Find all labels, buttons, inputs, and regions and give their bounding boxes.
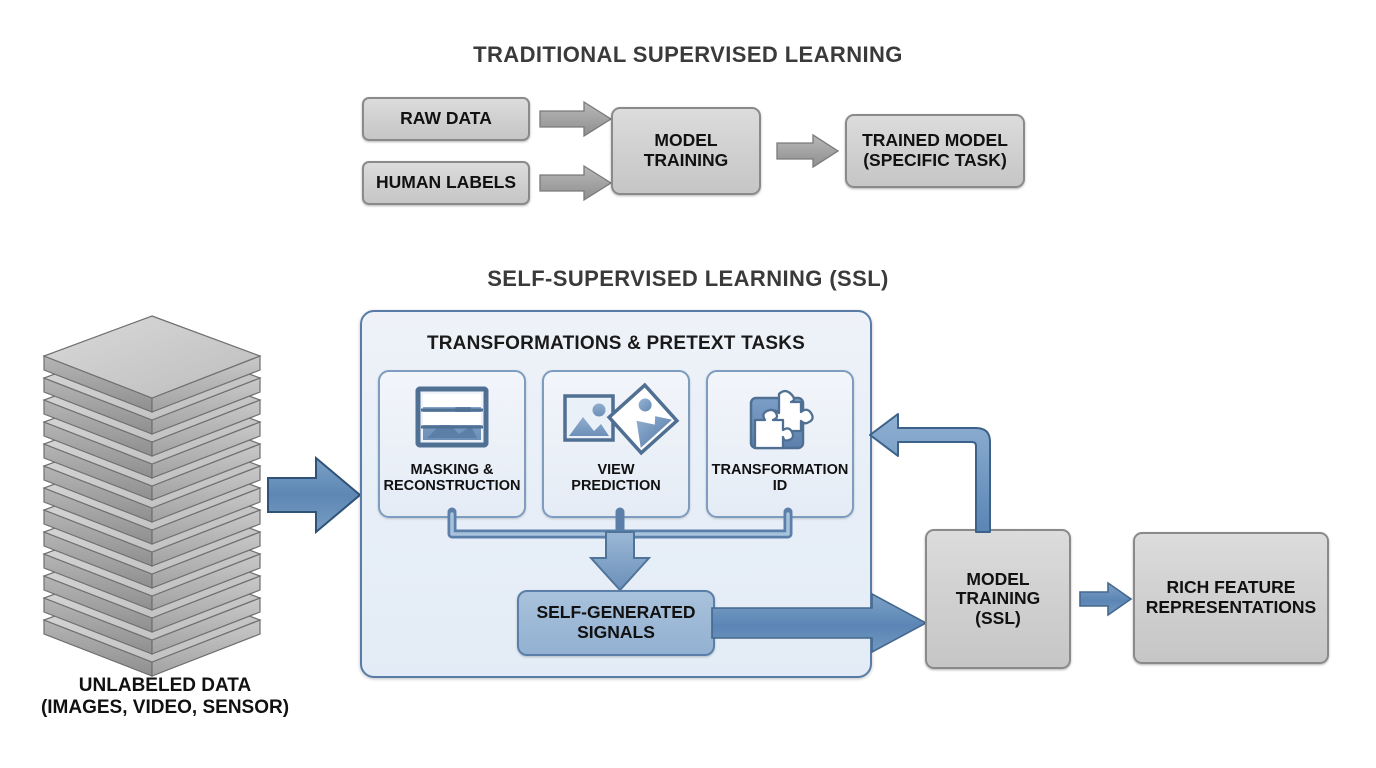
node-model-training-label: MODEL TRAINING: [643, 130, 729, 170]
masked-image-icon-wrap: [380, 386, 524, 448]
card-view-label-line1: VIEW: [597, 462, 635, 478]
arrow-human-labels-to-model-training: [539, 164, 613, 202]
arrow-model-training-ssl-to-rich-features: [1079, 581, 1133, 617]
node-raw-data[interactable]: RAW DATA: [362, 97, 530, 141]
arrow-model-training-to-trained-model: [776, 133, 840, 169]
card-transformation-label-line1: TRANSFORMATION: [711, 462, 849, 478]
rotated-image-pair-icon: [563, 382, 680, 456]
node-human-labels-label: HUMAN LABELS: [376, 172, 516, 193]
node-model-training-ssl-label: MODEL TRAINING (SSL): [955, 568, 1041, 628]
node-trained-model-label: TRAINED MODEL (SPECIFIC TASK): [862, 130, 1008, 170]
supervised-section-title: TRADITIONAL SUPERVISED LEARNING: [473, 42, 903, 67]
arrow-feedback-loop-to-panel: [869, 413, 991, 533]
node-trained-model[interactable]: TRAINED MODEL (SPECIFIC TASK): [845, 114, 1025, 188]
node-raw-data-label: RAW DATA: [400, 108, 492, 129]
node-rich-feature-representations-label: RICH FEATURE REPRESENTATIONS: [1145, 577, 1317, 617]
unlabeled-data-caption-line1: UNLABELED DATA: [78, 675, 252, 696]
signals-line2: SIGNALS: [577, 622, 655, 642]
transformations-panel-title: TRANSFORMATIONS & PRETEXT TASKS: [426, 333, 806, 354]
masked-image-icon: [415, 386, 489, 448]
node-self-generated-signals-label: SELF-GENERATED SIGNALS: [536, 602, 696, 643]
arrow-raw-data-to-model-training: [539, 100, 613, 138]
card-transformation-id[interactable]: TRANSFORMATION ID: [706, 370, 854, 518]
arrow-signals-to-model-training-ssl: [711, 592, 928, 654]
signals-line1: SELF-GENERATED: [536, 602, 696, 623]
card-masking-label-line1: MASKING &: [410, 462, 494, 478]
arrow-data-stack-to-panel: [267, 455, 362, 535]
arrow-cards-merge-to-signals: [447, 507, 793, 592]
puzzle-piece-icon-wrap: [708, 386, 852, 452]
unlabeled-data-stack: [42, 315, 262, 677]
node-self-generated-signals[interactable]: SELF-GENERATED SIGNALS: [517, 590, 715, 656]
rotated-image-pair-icon-wrap: [544, 382, 688, 456]
card-masking-reconstruction[interactable]: MASKING & RECONSTRUCTION: [378, 370, 526, 518]
node-rich-feature-representations[interactable]: RICH FEATURE REPRESENTATIONS: [1133, 532, 1329, 664]
unlabeled-data-caption: UNLABELED DATA (IMAGES, VIDEO, SENSOR): [0, 675, 330, 720]
card-view-prediction[interactable]: VIEW PREDICTION: [542, 370, 690, 518]
puzzle-piece-icon: [749, 389, 814, 450]
node-model-training[interactable]: MODEL TRAINING: [611, 107, 761, 195]
card-masking-label: MASKING & RECONSTRUCTION: [380, 462, 524, 494]
card-view-label: VIEW PREDICTION: [544, 462, 688, 494]
card-transformation-label-line2: ID: [772, 478, 788, 495]
card-view-label-line2: PREDICTION: [571, 478, 661, 495]
node-model-training-ssl[interactable]: MODEL TRAINING (SSL): [925, 529, 1071, 669]
ssl-section-title: SELF-SUPERVISED LEARNING (SSL): [487, 266, 889, 291]
card-transformation-label: TRANSFORMATION ID: [708, 462, 852, 494]
card-masking-label-line2: RECONSTRUCTION: [383, 478, 521, 495]
node-human-labels[interactable]: HUMAN LABELS: [362, 161, 530, 205]
unlabeled-data-caption-line2: (IMAGES, VIDEO, SENSOR): [40, 697, 290, 719]
